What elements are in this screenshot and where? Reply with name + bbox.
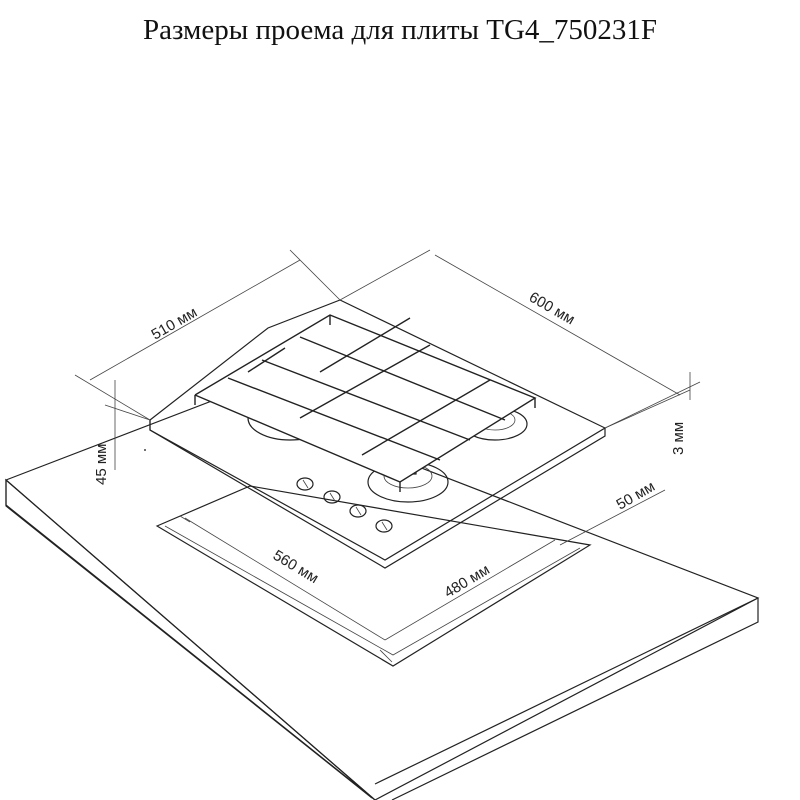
- control-knobs: [296, 477, 393, 533]
- dim-560-label: 560 мм: [270, 547, 321, 587]
- dimension-50: 50 мм: [559, 478, 666, 546]
- dimension-3: 3 мм: [604, 372, 701, 455]
- dim-50-label: 50 мм: [614, 478, 658, 513]
- pan-supports: [194, 314, 537, 492]
- knob-3: [349, 504, 367, 518]
- page-title: Размеры проема для плиты TG4_750231F: [142, 14, 658, 46]
- dimension-480: 480 мм: [379, 539, 556, 663]
- cutout-opening: [155, 485, 592, 667]
- dimension-560: 560 мм: [179, 515, 386, 641]
- knob-1: [296, 477, 314, 491]
- dimension-45: 45 мм: [93, 380, 151, 485]
- dim-600-label: 600 мм: [526, 289, 578, 329]
- knob-4: [375, 519, 393, 533]
- small-dot: [144, 449, 146, 451]
- dim-45-label: 45 мм: [93, 444, 110, 485]
- countertop: [4, 393, 760, 800]
- dim-510-label: 510 мм: [149, 304, 201, 344]
- knob-2: [323, 490, 341, 504]
- dim-3-label: 3 мм: [670, 422, 687, 455]
